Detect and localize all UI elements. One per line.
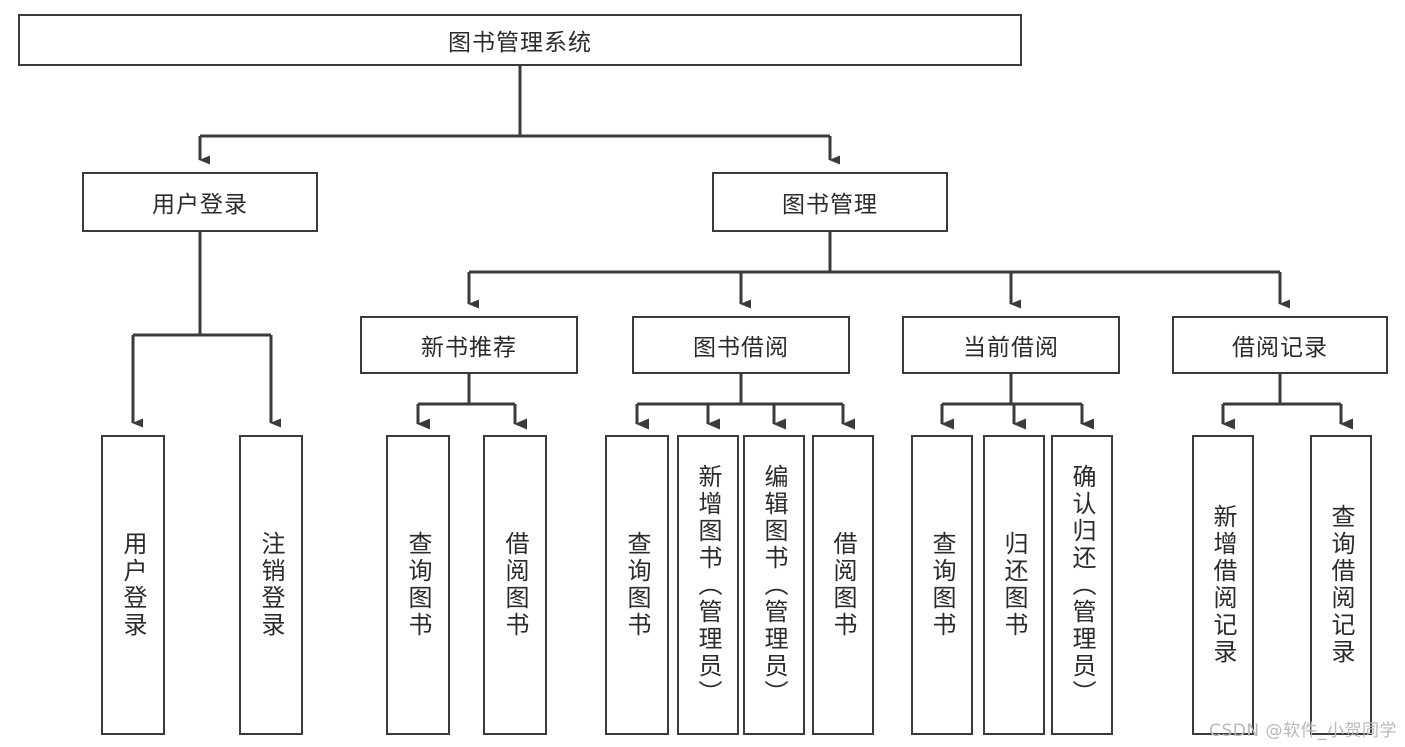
- node-leaf-query-book-3[interactable]: 查询图书: [911, 435, 973, 735]
- csdn-watermark: CSDN @软件_小贺同学: [1209, 721, 1397, 741]
- node-leaf-return-book-label: 归还图书: [1000, 531, 1028, 639]
- node-current-borrow[interactable]: 当前借阅: [902, 316, 1120, 374]
- node-leaf-add-book-label: 新增图书（管理员）: [694, 463, 722, 707]
- node-leaf-query-record[interactable]: 查询借阅记录: [1310, 435, 1372, 735]
- node-leaf-add-record[interactable]: 新增借阅记录: [1192, 435, 1254, 735]
- node-new-book-rec[interactable]: 新书推荐: [360, 316, 578, 374]
- node-leaf-user-login-label: 用户登录: [119, 531, 147, 639]
- node-leaf-confirm-return-label: 确认归还（管理员）: [1068, 463, 1096, 707]
- node-leaf-borrow-book-2[interactable]: 借阅图书: [812, 435, 874, 735]
- node-leaf-return-book[interactable]: 归还图书: [983, 435, 1045, 735]
- node-leaf-logout[interactable]: 注销登录: [239, 435, 303, 735]
- node-current-borrow-label: 当前借阅: [963, 335, 1059, 361]
- node-leaf-borrow-book-1-label: 借阅图书: [501, 531, 529, 639]
- node-book-borrow-label: 图书借阅: [693, 335, 789, 361]
- node-user-login-label: 用户登录: [152, 192, 248, 218]
- node-leaf-query-record-label: 查询借阅记录: [1327, 504, 1355, 666]
- node-leaf-query-book-1[interactable]: 查询图书: [386, 435, 450, 735]
- node-leaf-add-book[interactable]: 新增图书（管理员）: [677, 435, 739, 735]
- node-new-book-rec-label: 新书推荐: [421, 335, 517, 361]
- node-leaf-logout-label: 注销登录: [257, 531, 285, 639]
- node-book-manage-label: 图书管理: [782, 192, 878, 218]
- node-book-manage[interactable]: 图书管理: [712, 172, 948, 232]
- node-root[interactable]: 图书管理系统: [18, 14, 1022, 66]
- node-leaf-borrow-book-1[interactable]: 借阅图书: [483, 435, 547, 735]
- node-leaf-user-login[interactable]: 用户登录: [101, 435, 165, 735]
- node-borrow-record-label: 借阅记录: [1232, 335, 1328, 361]
- node-leaf-query-book-3-label: 查询图书: [928, 531, 956, 639]
- node-leaf-query-book-1-label: 查询图书: [404, 531, 432, 639]
- node-leaf-borrow-book-2-label: 借阅图书: [829, 531, 857, 639]
- node-leaf-add-record-label: 新增借阅记录: [1209, 504, 1237, 666]
- node-leaf-confirm-return[interactable]: 确认归还（管理员）: [1051, 435, 1113, 735]
- node-borrow-record[interactable]: 借阅记录: [1172, 316, 1388, 374]
- node-leaf-edit-book[interactable]: 编辑图书（管理员）: [743, 435, 805, 735]
- node-root-label: 图书管理系统: [448, 30, 592, 56]
- node-leaf-edit-book-label: 编辑图书（管理员）: [760, 463, 788, 707]
- node-leaf-query-book-2-label: 查询图书: [623, 531, 651, 639]
- node-leaf-query-book-2[interactable]: 查询图书: [605, 435, 669, 735]
- node-book-borrow[interactable]: 图书借阅: [632, 316, 850, 374]
- node-user-login[interactable]: 用户登录: [82, 172, 318, 232]
